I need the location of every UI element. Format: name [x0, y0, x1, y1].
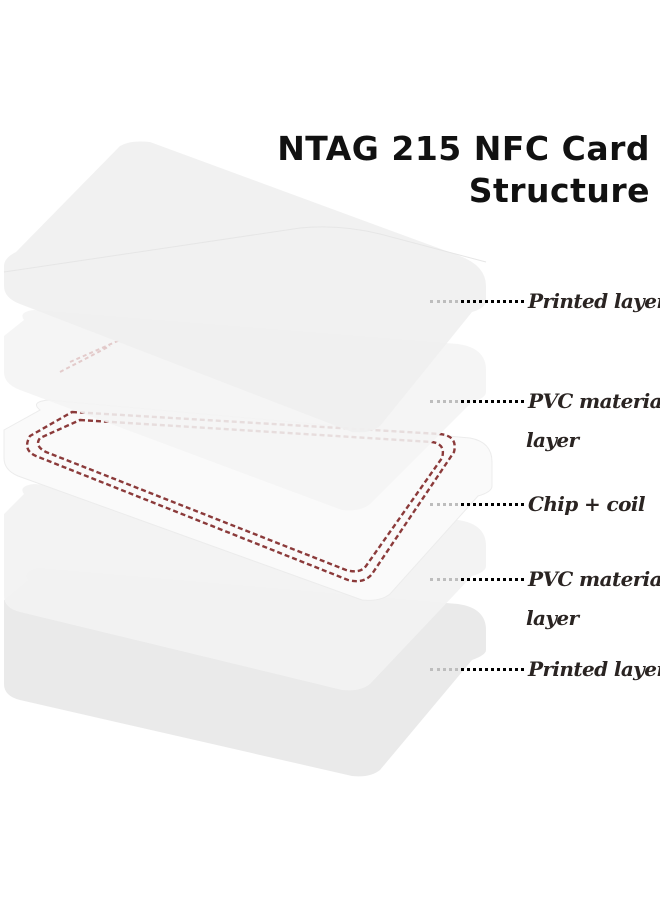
leader-line — [430, 399, 524, 403]
coil-antenna-outer — [25, 410, 456, 583]
callout-chip-coil: Chip + coil — [430, 485, 645, 523]
callout-label: Printed layer — [528, 289, 660, 313]
diagram-title: NTAG 215 NFC Card Structure — [230, 128, 650, 212]
callout-pvc-layer-upper: PVC material — [430, 382, 660, 420]
leader-line — [430, 667, 524, 671]
callout-label: PVC material — [528, 567, 660, 591]
callout-label: Printed layer — [528, 657, 660, 681]
leader-line — [430, 577, 524, 581]
callout-printed-layer-top: Printed layer — [430, 282, 660, 320]
callout-label: PVC material — [528, 389, 660, 413]
leader-line — [430, 502, 524, 506]
callout-label-cont: layer — [526, 606, 579, 630]
title-line-2: Structure — [468, 171, 650, 210]
title-line-1: NTAG 215 NFC Card — [277, 129, 650, 168]
leader-line — [430, 299, 524, 303]
card-top-printed-layer — [3, 141, 487, 433]
callout-pvc-layer-lower: PVC material — [430, 560, 660, 598]
callout-label: Chip + coil — [528, 492, 645, 516]
callout-label-cont: layer — [526, 428, 579, 452]
coil-antenna-inner — [36, 418, 445, 573]
callout-printed-layer-bottom: Printed layer — [430, 650, 660, 688]
